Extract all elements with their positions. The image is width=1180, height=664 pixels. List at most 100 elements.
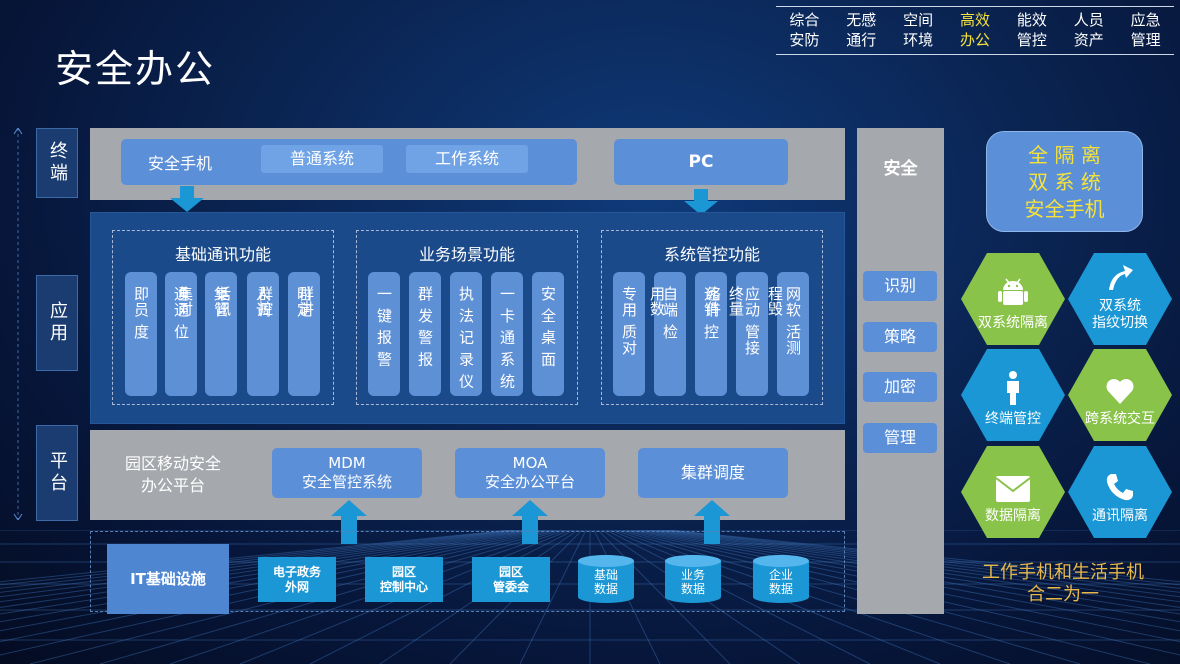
app-pill: 应动 管接	[736, 272, 768, 396]
app-pill: 集管	[205, 272, 237, 396]
hex-data-isolation: 数据隔离	[961, 446, 1065, 538]
hex-terminal-control: 终端管控	[961, 349, 1065, 441]
security-title: 安全	[883, 159, 918, 179]
it-infrastructure-label: IT基础设施	[107, 544, 229, 614]
hex-dual-system-isolation: 双系统隔离	[961, 253, 1065, 345]
security-identify: 识别	[863, 271, 937, 301]
app-pill-label: 执 法 记 录 仪	[457, 286, 475, 390]
enterprise-data-cylinder: 企业 数据	[753, 555, 809, 603]
tab-space-environment[interactable]: 空间 环境	[903, 11, 934, 49]
hex-label: 双系统 指纹切换	[1092, 298, 1148, 331]
app-pill: 一 键 报 警	[368, 272, 400, 396]
secure-phone-label: 安全手机	[148, 154, 213, 173]
work-system-box: 工作系统	[406, 145, 528, 173]
app-pill-label: 应动 管接	[743, 286, 761, 356]
app-pill-label: 网软 活测	[784, 286, 802, 356]
tab-emergency-management[interactable]: 应急 管理	[1130, 11, 1161, 49]
database-icon	[665, 555, 721, 603]
app-pill: 时定	[288, 272, 320, 396]
business-data-cylinder: 业务 数据	[665, 555, 721, 603]
app-pill-label: 远销 控	[702, 286, 720, 340]
app-pill: 人调	[247, 272, 279, 396]
page-title: 安全办公	[55, 47, 216, 91]
hex-label: 数据隔离	[985, 508, 1041, 524]
rail-application: 应用	[36, 275, 78, 371]
hex-cross-system-interaction: 跨系统交互	[1068, 349, 1172, 441]
envelope-icon	[996, 476, 1030, 502]
app-pill-label: 安 全 桌 面	[539, 286, 557, 368]
security-column	[857, 128, 944, 614]
app-group-business-scenes: 业务场景功能	[356, 230, 578, 405]
rail-terminal: 终端	[36, 128, 78, 198]
infrastructure-layer	[90, 531, 845, 612]
top-nav: 综合 安防 无感 通行 空间 环境 高效 办公 能效 管控 人员 资产 应急 管…	[776, 6, 1174, 55]
tab-efficient-office[interactable]: 高效 办公	[960, 11, 991, 49]
platform-name: 园区移动安全 办公平台	[124, 454, 221, 495]
hex-communication-isolation: 通讯隔离	[1068, 446, 1172, 538]
park-committee-box: 园区 管委会	[472, 557, 550, 602]
cylinder-label: 基础 数据	[593, 568, 618, 596]
tab-seamless-pass[interactable]: 无感 通行	[846, 11, 877, 49]
app-pill: 网软 活测	[777, 272, 809, 396]
rail-terminal-label: 终端	[47, 141, 68, 185]
rail-platform: 平台	[36, 425, 78, 521]
up-arrow-icon	[331, 500, 367, 544]
app-pill: 一 卡 通 系 统	[491, 272, 523, 396]
app-pill: 执 法 记 录 仪	[450, 272, 482, 396]
phone-icon	[1106, 474, 1133, 501]
heart-icon	[1106, 379, 1134, 404]
app-pill-label: 话讯	[214, 286, 232, 316]
app-group-system-control: 系统管控功能	[601, 230, 823, 405]
app-pill-label: 群 发 警 报	[416, 286, 434, 368]
app-pill-label: 用数	[648, 286, 666, 316]
security-manage: 管理	[863, 423, 937, 453]
app-group-title: 系统管控功能	[663, 245, 760, 264]
app-group-title: 基础通讯功能	[174, 245, 271, 264]
down-arrow-icon	[170, 186, 204, 212]
app-pill: 自端 检	[654, 272, 686, 396]
database-icon	[753, 555, 809, 603]
cluster-dispatch-box: 集群调度	[638, 448, 788, 498]
app-pill-label: 集管	[212, 286, 230, 318]
cylinder-label: 业务 数据	[680, 568, 705, 596]
app-pill-label: 程毁	[766, 286, 784, 316]
app-pill-label: 群讲	[297, 286, 315, 316]
hex-fingerprint-switch: 双系统 指纹切换	[1068, 253, 1172, 345]
rail-application-label: 应用	[47, 301, 68, 345]
app-pill: 通通 位	[165, 272, 197, 396]
switch-arrow-icon	[1109, 265, 1133, 290]
rail-guide-line	[13, 128, 23, 520]
tab-energy-control[interactable]: 能效 管控	[1016, 11, 1047, 49]
app-pill-label: 终量	[727, 286, 745, 316]
right-footer-caption: 工作手机和生活手机 合二为一	[982, 562, 1144, 605]
app-group-title: 业务场景功能	[418, 245, 515, 264]
app-pill-label: 一 键 报 警	[375, 286, 393, 368]
up-arrow-icon	[694, 500, 730, 544]
tab-integrated-security[interactable]: 综合 安防	[789, 11, 820, 49]
hex-label: 通讯隔离	[1092, 508, 1148, 524]
isolation-phone-card: 全 隔 离 双 系 统 安全手机	[986, 131, 1143, 232]
app-pill: 即员 度	[125, 272, 157, 396]
app-pill: 群 发 警 报	[409, 272, 441, 396]
app-pill-label: 时定	[295, 286, 313, 318]
app-pill-label: 自端 检	[661, 286, 679, 340]
app-group-basic-comm: 基础通讯功能	[112, 230, 334, 405]
app-pill-label: 即员 度	[132, 286, 150, 340]
basic-data-cylinder: 基础 数据	[578, 555, 634, 603]
android-icon	[998, 278, 1028, 305]
app-pill: 远销 控	[695, 272, 727, 396]
app-pill-label: 络件	[704, 286, 722, 316]
moa-box: MOA 安全办公平台	[455, 448, 605, 498]
egov-network-box: 电子政务 外网	[258, 557, 336, 602]
hex-label: 终端管控	[985, 411, 1041, 427]
app-pill: 专用 质对	[613, 272, 645, 396]
mdm-box: MDM 安全管控系统	[272, 448, 422, 498]
cylinder-label: 企业 数据	[768, 568, 793, 596]
park-control-center-box: 园区 控制中心	[365, 557, 443, 602]
tab-personnel-assets[interactable]: 人员 资产	[1073, 11, 1104, 49]
normal-system-box: 普通系统	[261, 145, 383, 173]
app-pill-label: 群控	[256, 286, 274, 316]
security-encrypt: 加密	[863, 372, 937, 402]
app-pill-label: 通通 位	[172, 286, 190, 340]
app-pill: 安 全 桌 面	[532, 272, 564, 396]
